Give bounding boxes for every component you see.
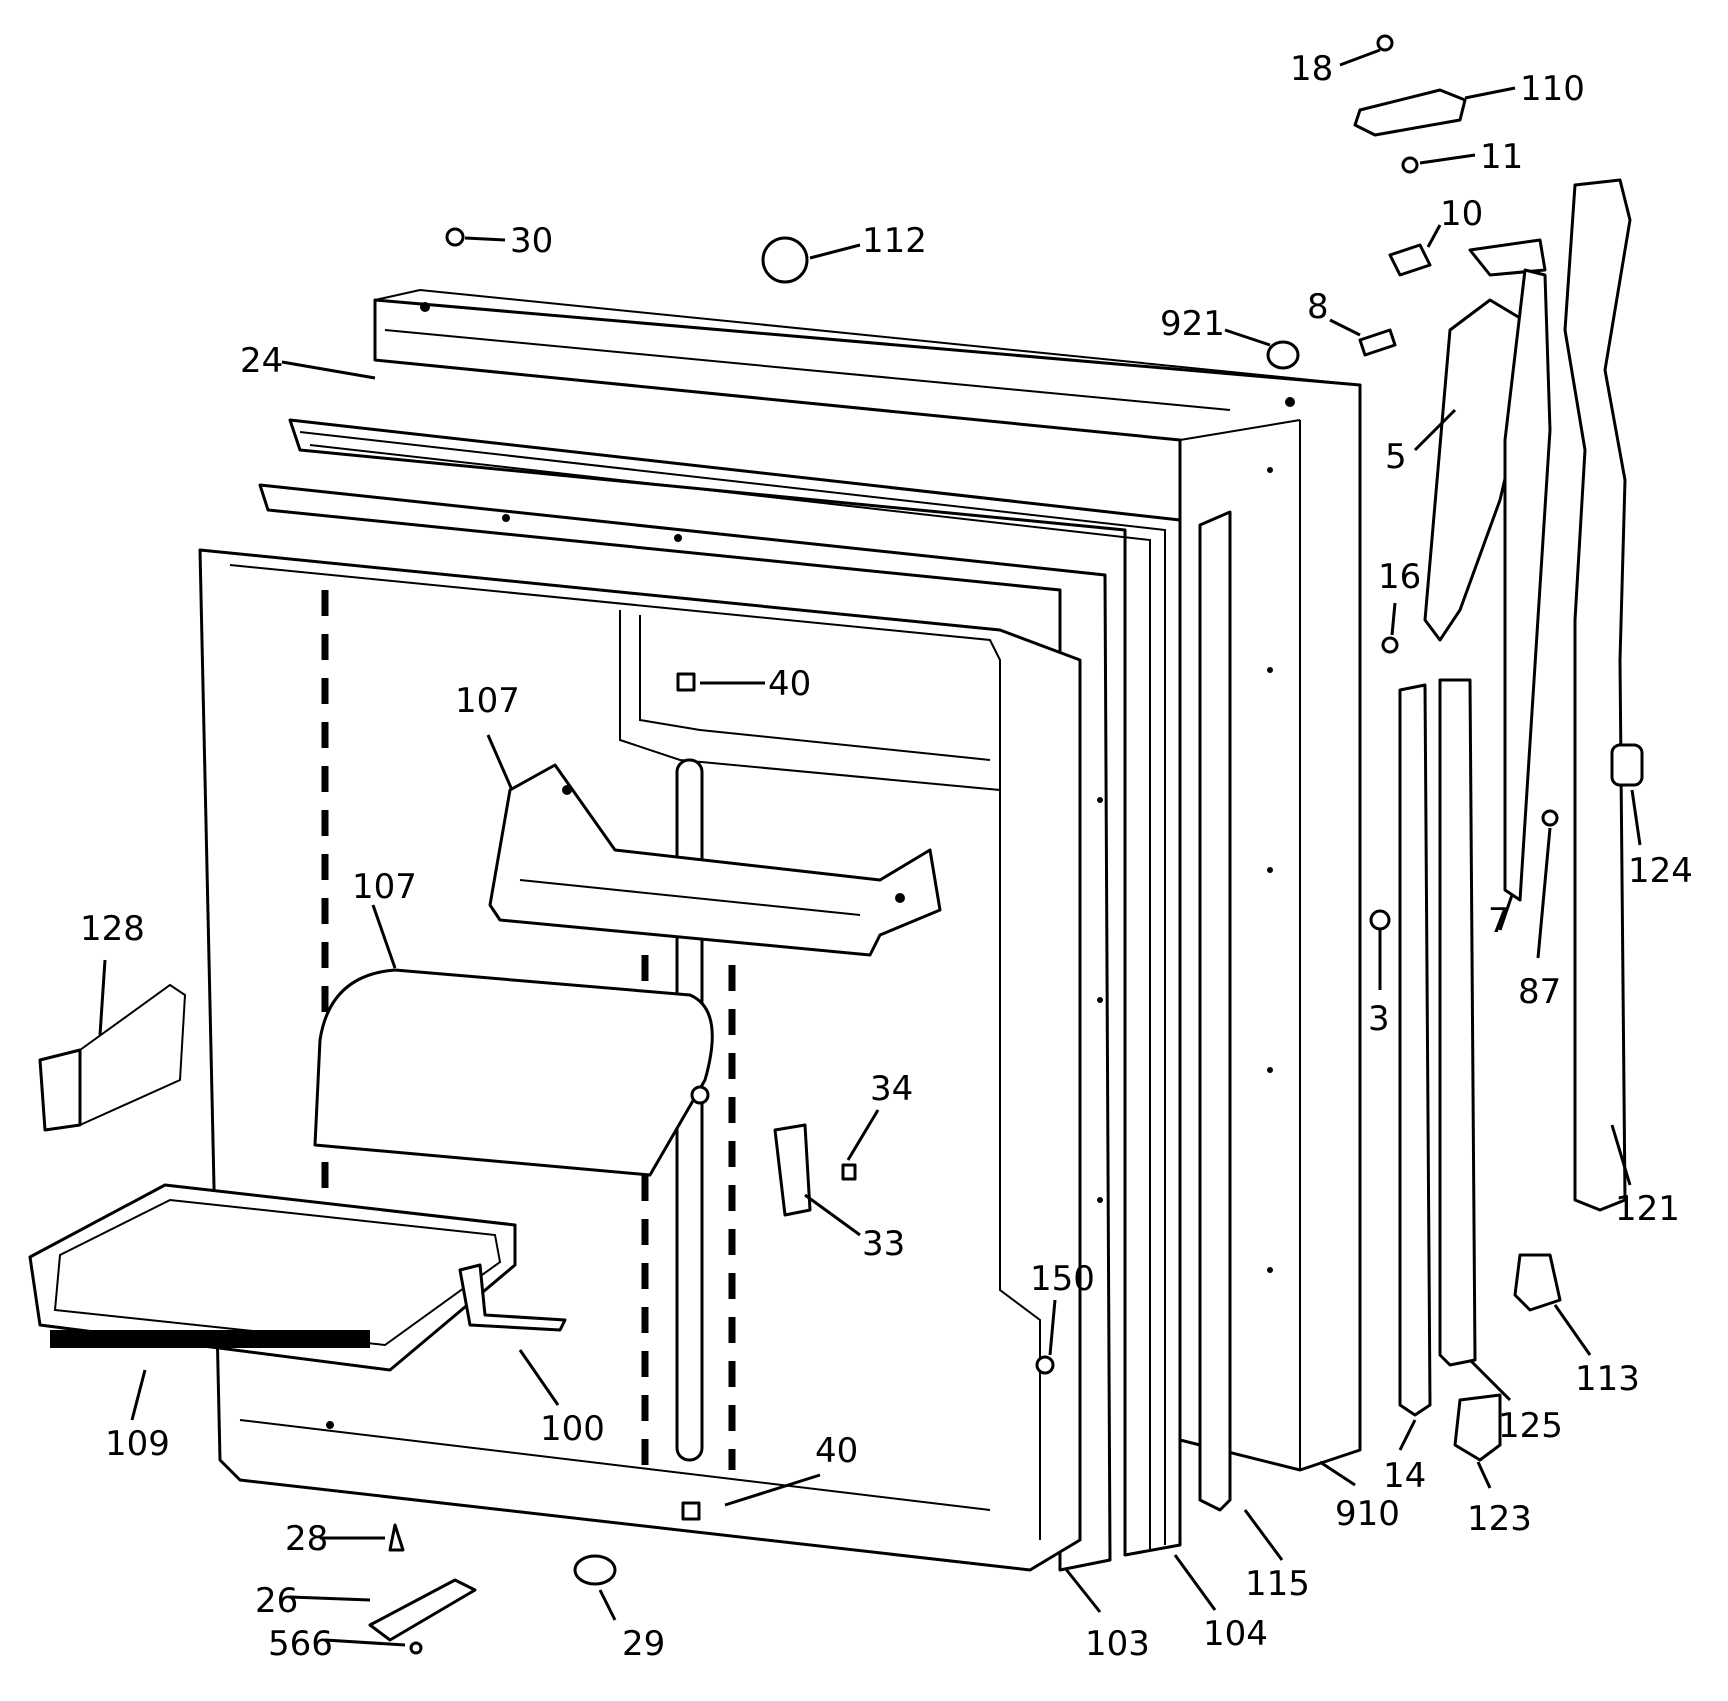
part-30 <box>445 227 465 247</box>
label-5: 5 <box>1385 437 1407 477</box>
part-124 <box>1610 743 1644 787</box>
part-18 <box>1376 34 1394 52</box>
leader-lines <box>98 48 1642 1647</box>
part-11 <box>1401 156 1419 174</box>
label-29: 29 <box>622 1624 665 1664</box>
part-921 <box>1266 340 1300 370</box>
part-40-lower <box>681 1501 701 1521</box>
part-28 <box>388 1523 405 1552</box>
door-gasket <box>288 418 1182 1557</box>
label-123: 123 <box>1467 1499 1532 1539</box>
label-40-upper: 40 <box>768 664 811 704</box>
label-150: 150 <box>1030 1259 1095 1299</box>
label-107-upper: 107 <box>455 681 520 721</box>
label-18: 18 <box>1290 49 1333 89</box>
label-24: 24 <box>240 341 283 381</box>
label-110: 110 <box>1520 69 1585 109</box>
large-storage-bin <box>28 1183 517 1372</box>
label-125: 125 <box>1498 1406 1563 1446</box>
label-921: 921 <box>1160 304 1225 344</box>
label-124: 124 <box>1628 851 1693 891</box>
door-liner-strip <box>1198 510 1232 1512</box>
part-128 <box>38 1048 82 1132</box>
part-16 <box>1381 636 1399 654</box>
label-14: 14 <box>1383 1456 1426 1496</box>
label-910: 910 <box>1335 1494 1400 1534</box>
part-110 <box>1353 88 1467 137</box>
part-87 <box>1541 809 1559 827</box>
label-128: 128 <box>80 909 145 949</box>
part-34 <box>841 1163 857 1181</box>
door-breaker-strip <box>258 483 1112 1572</box>
part-113 <box>1513 1253 1562 1312</box>
part-100 <box>458 1263 567 1332</box>
part-112 <box>761 236 809 284</box>
hinge-parts <box>38 34 1644 1655</box>
part-8 <box>1358 328 1397 357</box>
label-40-lower: 40 <box>815 1431 858 1471</box>
part-566 <box>409 1641 423 1655</box>
label-26: 26 <box>255 1581 298 1621</box>
label-109: 109 <box>105 1424 170 1464</box>
label-34: 34 <box>870 1069 913 1109</box>
label-104: 104 <box>1203 1614 1268 1654</box>
label-121: 121 <box>1615 1189 1680 1229</box>
label-30: 30 <box>510 221 553 261</box>
part-29 <box>573 1554 617 1586</box>
label-11: 11 <box>1480 137 1523 177</box>
label-87: 87 <box>1518 972 1561 1012</box>
part-40-upper <box>676 672 696 692</box>
part-26 <box>368 1578 477 1642</box>
part-121 <box>1563 178 1632 1212</box>
label-7: 7 <box>1488 901 1510 941</box>
lower-door-bin <box>313 968 714 1177</box>
label-28: 28 <box>285 1519 328 1559</box>
callout-labels: 18 110 11 10 30 112 921 8 24 5 16 40 107… <box>80 49 1693 1664</box>
part-14 <box>1398 683 1432 1417</box>
label-113: 113 <box>1575 1359 1640 1399</box>
part-hinge-bracket <box>1468 238 1547 277</box>
part-123 <box>1453 1393 1502 1462</box>
label-566: 566 <box>268 1624 333 1664</box>
part-150 <box>1035 1355 1055 1375</box>
label-3: 3 <box>1368 999 1390 1039</box>
part-7 <box>1503 268 1552 902</box>
part-10 <box>1388 243 1432 277</box>
door-outer-panel <box>373 288 1362 1472</box>
label-8: 8 <box>1307 287 1329 327</box>
label-103: 103 <box>1085 1624 1150 1664</box>
label-107-lower: 107 <box>352 867 417 907</box>
label-33: 33 <box>862 1224 905 1264</box>
label-100: 100 <box>540 1409 605 1449</box>
part-3 <box>1369 909 1391 931</box>
label-16: 16 <box>1378 557 1421 597</box>
label-112: 112 <box>862 221 927 261</box>
label-10: 10 <box>1440 194 1483 234</box>
part-33 <box>773 1123 812 1217</box>
part-125 <box>1438 678 1477 1367</box>
label-115: 115 <box>1245 1564 1310 1604</box>
upper-door-shelf <box>488 763 942 957</box>
